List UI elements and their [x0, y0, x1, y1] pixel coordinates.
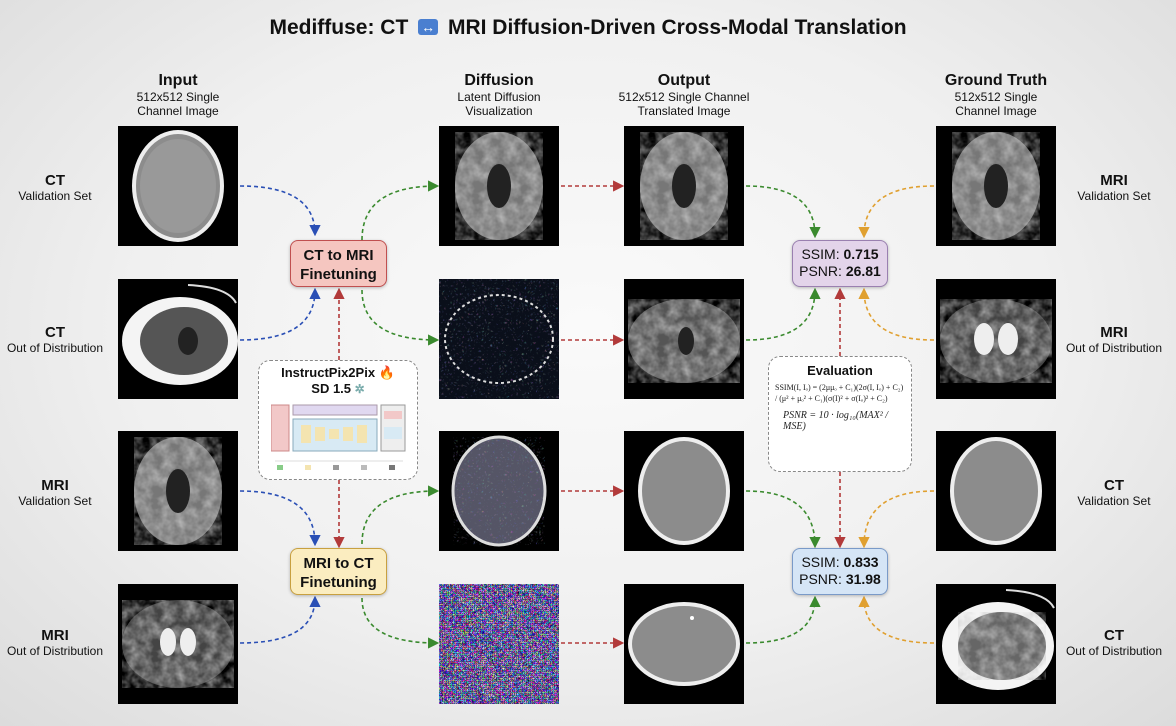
row-modality: CT [1104, 627, 1124, 644]
ground-truth-ct-validation-image [936, 431, 1056, 551]
row-set: Validation Set [1077, 189, 1151, 203]
title-right: MRI Diffusion-Driven Cross-Modal Transla… [447, 16, 907, 39]
column-heading-input: Input 512x512 Single Channel Image [78, 72, 278, 118]
row-label-left: MRI Out of Distribution [0, 627, 110, 658]
column-subtitle: Latent Diffusion [457, 90, 541, 104]
column-heading-diffusion: Diffusion Latent Diffusion Visualization [399, 72, 599, 118]
row-label-right: MRI Validation Set [1059, 172, 1169, 203]
box-label: Finetuning [300, 266, 377, 283]
row-set: Out of Distribution [6, 341, 104, 355]
column-title: Output [657, 72, 711, 89]
ground-truth-mri-ood-image [936, 279, 1056, 399]
title-left: Mediffuse: CT [269, 16, 409, 39]
row-modality: MRI [41, 627, 69, 644]
architecture-figure [271, 404, 406, 470]
column-heading-output: Output 512x512 Single Channel Translated… [584, 72, 784, 118]
model-version: SD 1.5 [311, 381, 352, 396]
row-set: Validation Set [18, 189, 92, 203]
row-modality: MRI [41, 477, 69, 494]
diffusion-ct-ood-image [439, 279, 559, 399]
column-heading-ground-truth: Ground Truth 512x512 Single Channel Imag… [896, 72, 1096, 118]
column-title: Input [158, 72, 198, 89]
instructpix2pix-model-box: InstructPix2Pix 🔥 SD 1.5 ✲ [258, 360, 418, 480]
metrics-mri-box: SSIM: 0.715 PSNR: 26.81 [792, 240, 888, 287]
psnr-formula: PSNR = 10 · log₁₀(MAX² / MSE) [783, 410, 889, 432]
column-title: Ground Truth [944, 72, 1048, 89]
row-label-left: MRI Validation Set [0, 477, 110, 508]
output-mri-ood-image [624, 584, 744, 704]
ct-to-mri-finetuning-box: CT to MRI Finetuning [290, 240, 387, 287]
column-subtitle: 512x512 Single [136, 90, 220, 104]
psnr-label: PSNR: [799, 263, 842, 279]
ssim-value: 0.833 [843, 554, 879, 570]
ground-truth-mri-validation-image [936, 126, 1056, 246]
diagram-title: Mediffuse: CT ↔ MRI Diffusion-Driven Cro… [0, 16, 1176, 40]
ssim-label: SSIM: [801, 554, 840, 570]
model-name: InstructPix2Pix [281, 365, 376, 380]
row-modality: CT [1104, 477, 1124, 494]
column-subtitle: 512x512 Single [954, 90, 1038, 104]
ssim-value: 0.715 [843, 246, 879, 262]
bidirectional-arrow-icon: ↔ [418, 19, 439, 35]
column-title: Diffusion [464, 72, 534, 89]
ssim-formula: SSIM(I, Iₒ) = (2μμₒ + C₁)(2σ(I, Iₒ) + C₂… [775, 383, 904, 403]
output-ct-ood-image [624, 279, 744, 399]
input-mri-ood-image [118, 584, 238, 704]
row-label-left: CT Validation Set [0, 172, 110, 203]
model-version-row: SD 1.5 ✲ [259, 381, 417, 396]
ssim-row: SSIM: 0.833 [793, 554, 887, 571]
row-label-right: MRI Out of Distribution [1059, 324, 1169, 355]
input-ct-ood-image [118, 279, 238, 399]
box-label: MRI to CT [303, 555, 374, 572]
ssim-row: SSIM: 0.715 [793, 246, 887, 263]
column-subtitle: Translated Image [637, 104, 731, 118]
psnr-label: PSNR: [799, 571, 842, 587]
row-label-left: CT Out of Distribution [0, 324, 110, 355]
row-set: Validation Set [1077, 494, 1151, 508]
output-mri-validation-image [624, 431, 744, 551]
column-subtitle: Channel Image [137, 104, 219, 118]
mri-to-ct-finetuning-box: MRI to CT Finetuning [290, 548, 387, 595]
metrics-ct-box: SSIM: 0.833 PSNR: 31.98 [792, 548, 888, 595]
row-set: Validation Set [18, 494, 92, 508]
ssim-label: SSIM: [801, 246, 840, 262]
row-set: Out of Distribution [1065, 341, 1163, 355]
row-set: Out of Distribution [1065, 644, 1163, 658]
input-mri-validation-image [118, 431, 238, 551]
diffusion-ct-validation-image [439, 126, 559, 246]
row-modality: CT [45, 324, 65, 341]
evaluation-heading: Evaluation [807, 363, 873, 378]
psnr-row: PSNR: 26.81 [793, 263, 887, 280]
column-subtitle: Visualization [465, 104, 533, 118]
ground-truth-ct-ood-image [936, 584, 1056, 704]
row-label-right: CT Validation Set [1059, 477, 1169, 508]
box-label: CT to MRI [303, 247, 374, 264]
input-ct-validation-image [118, 126, 238, 246]
diffusion-mri-validation-image [439, 431, 559, 551]
row-modality: MRI [1100, 324, 1128, 341]
column-subtitle: 512x512 Single Channel [618, 90, 750, 104]
row-set: Out of Distribution [6, 644, 104, 658]
box-label: Finetuning [300, 574, 377, 591]
psnr-value: 26.81 [845, 263, 881, 279]
column-subtitle: Channel Image [955, 104, 1037, 118]
diffusion-mri-ood-image [439, 584, 559, 704]
evaluation-box: Evaluation SSIM(I, Iₒ) = (2μμₒ + C₁)(2σ(… [768, 356, 912, 472]
model-title: InstructPix2Pix 🔥 [259, 365, 417, 381]
row-label-right: CT Out of Distribution [1059, 627, 1169, 658]
row-modality: CT [45, 172, 65, 189]
gear-icon: ✲ [354, 382, 365, 396]
psnr-value: 31.98 [845, 571, 881, 587]
output-ct-validation-image [624, 126, 744, 246]
fire-icon: 🔥 [378, 365, 395, 380]
psnr-row: PSNR: 31.98 [793, 571, 887, 588]
row-modality: MRI [1100, 172, 1128, 189]
